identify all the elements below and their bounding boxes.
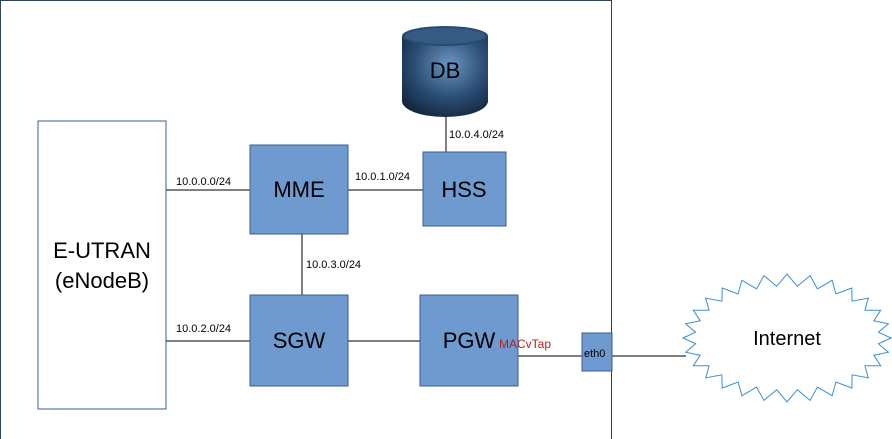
eutran-box[interactable] [37,120,167,410]
eutran-label-line1: E-UTRAN [53,238,151,263]
hss-label: HSS [441,177,486,202]
eutran-label-line2: (eNodeB) [55,268,149,293]
mme-label: MME [273,177,324,202]
db-cylinder[interactable] [402,26,488,117]
pgw-box[interactable] [419,294,519,387]
link-label-mme-sgw: 10.0.3.0/24 [306,259,361,271]
pgw-label: PGW [443,328,496,353]
link-label-mme-hss: 10.0.1.0/24 [355,171,410,183]
sgw-label: SGW [273,328,326,353]
link-label-hss-db: 10.0.4.0/24 [449,129,504,141]
mme-box[interactable] [249,144,349,235]
internet-cloud[interactable] [681,273,892,403]
eth0-label: eth0 [584,348,605,360]
hss-box[interactable] [422,151,507,227]
link-label-eutran-sgw: 10.0.2.0/24 [176,323,231,335]
host-boundary [0,0,612,439]
sgw-box[interactable] [249,294,349,387]
eth0-box[interactable] [581,332,613,372]
link-label-eutran-mme: 10.0.0.0/24 [176,176,231,188]
macvtap-label: MACvTap [499,337,551,351]
db-label: DB [430,58,461,83]
internet-label: Internet [753,328,821,350]
